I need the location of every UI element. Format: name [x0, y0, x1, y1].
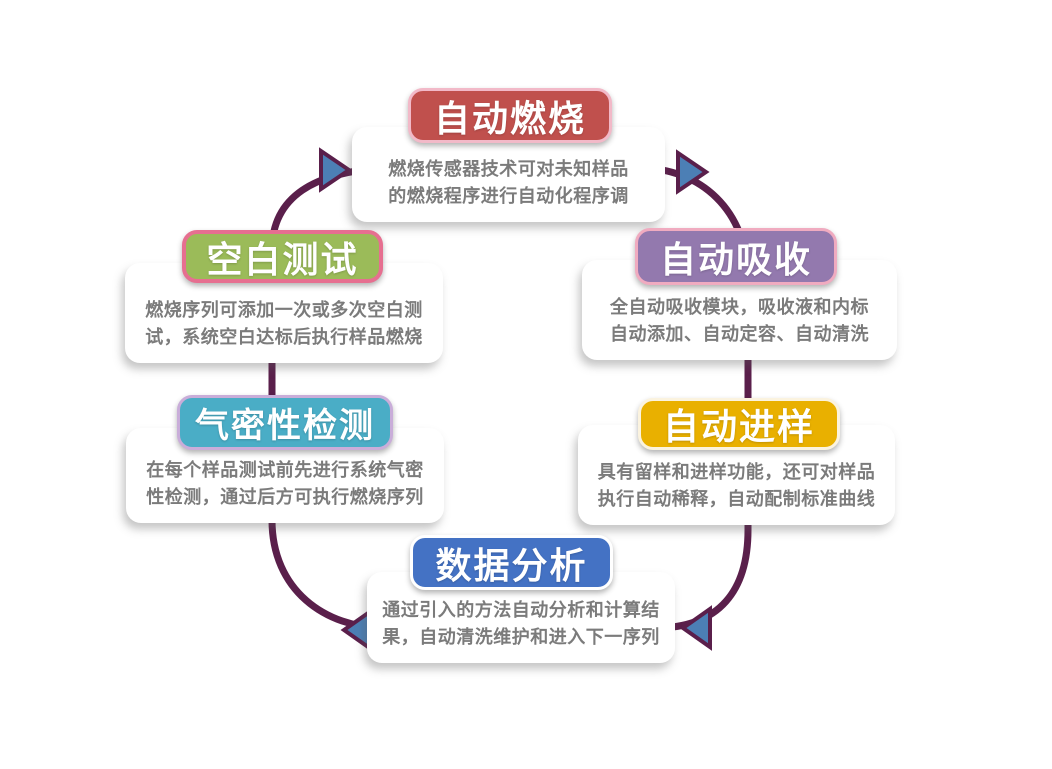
step-desc-line: 的燃烧程序进行自动化程序调 [388, 186, 629, 207]
step-desc-line: 燃烧传感器技术可对未知样品 [388, 159, 629, 180]
badge-auto-sampling: 自动进样 [638, 398, 840, 450]
badge-airtightness-test: 气密性检测 [177, 395, 393, 450]
card-blank-test: 燃烧序列可添加一次或多次空白测 试，系统空白达标后执行样品燃烧 [125, 263, 443, 363]
arrowhead-top-right-icon [676, 149, 710, 195]
step-desc-line: 试，系统空白达标后执行样品燃烧 [145, 327, 423, 348]
step-desc-line: 果，自动清洗维护和进入下一序列 [382, 627, 660, 648]
step-desc-line: 燃烧序列可添加一次或多次空白测 [145, 300, 423, 321]
badge-data-analysis: 数据分析 [410, 535, 613, 590]
badge-auto-combustion: 自动燃烧 [408, 88, 612, 143]
step-desc-line: 通过引入的方法自动分析和计算结 [382, 600, 660, 621]
arrowhead-bottom-right-icon [679, 605, 712, 651]
step-desc-line: 全自动吸收模块，吸收液和内标 [610, 297, 869, 318]
step-desc-line: 在每个样品测试前先进行系统气密 [146, 460, 424, 481]
step-desc-line: 具有留样和进样功能，还可对样品 [597, 462, 876, 483]
step-desc-line: 执行自动稀释，自动配制标准曲线 [597, 489, 876, 510]
step-desc-line: 性检测，通过后方可执行燃烧序列 [146, 487, 424, 508]
step-desc-line: 自动添加、自动定容、自动清洗 [610, 324, 869, 345]
badge-auto-absorption: 自动吸收 [635, 228, 837, 285]
badge-blank-test: 空白测试 [182, 230, 383, 283]
arrowhead-top-left-icon [319, 147, 353, 193]
